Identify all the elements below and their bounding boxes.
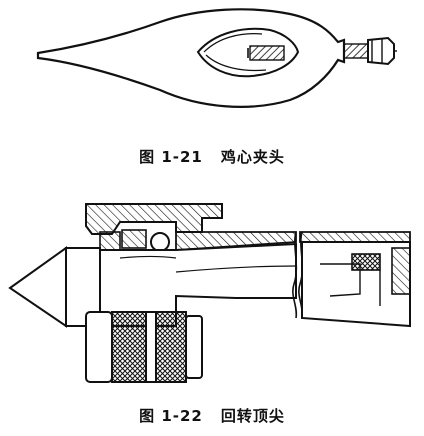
figure-lathe-dog (0, 0, 424, 128)
lathe-dog-opening (196, 27, 300, 78)
figure-live-center (0, 186, 424, 386)
nut-gap (145, 311, 157, 383)
roller-bearing (121, 229, 147, 249)
nut-plain (85, 311, 113, 383)
figure-caption-1-22: 图 1-22 回转顶尖 (0, 405, 424, 426)
knurl-ring-1 (111, 311, 147, 383)
rear-bearing (351, 253, 381, 271)
screw-head (367, 36, 395, 66)
center-tip (8, 246, 67, 328)
lathe-dog-drawing (36, 8, 397, 108)
front-housing-section (85, 203, 223, 235)
bearing-ball (150, 232, 170, 252)
screw-shank (343, 43, 369, 59)
figure-number: 图 1-22 (139, 407, 203, 425)
sleeve-upper-wall (175, 231, 297, 251)
figure-title: 鸡心夹头 (220, 148, 285, 166)
live-center-drawing (8, 203, 411, 383)
sleeve-rear (301, 241, 411, 328)
figure-title: 回转顶尖 (220, 407, 285, 425)
figure-number: 图 1-21 (139, 148, 203, 166)
knurl-ring-2 (155, 311, 187, 383)
lathe-dog-body (36, 8, 346, 108)
screw-tip (249, 45, 285, 61)
figure-caption-1-21: 图 1-21 鸡心夹头 (0, 146, 424, 167)
